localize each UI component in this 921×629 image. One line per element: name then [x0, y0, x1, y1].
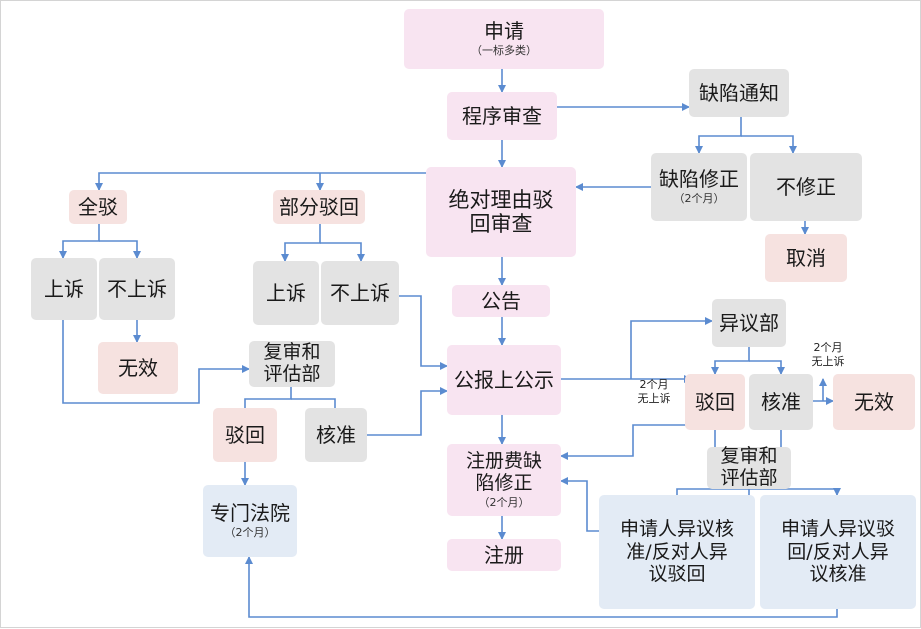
formal-exam-label: 程序审查	[462, 103, 542, 128]
no-appeal-mid-label: 不上诉	[330, 280, 390, 305]
connector-arrow	[291, 398, 336, 408]
register-node: 注册	[447, 539, 561, 571]
register-label: 注册	[484, 542, 524, 567]
formal-exam-node: 程序审查	[447, 92, 557, 140]
gazette-node: 公报上公示	[447, 345, 561, 415]
review-left-label: 复审和评估部	[263, 341, 321, 385]
fee-fix-label: 注册费缺陷修正	[465, 449, 542, 494]
outcome-a-node: 申请人异议核准/反对人异议驳回	[599, 495, 755, 609]
court-node: 专门法院 （2个月）	[203, 485, 297, 557]
opp-approve-node: 核准	[749, 374, 813, 430]
connector-arrow	[320, 242, 365, 262]
review-left-node: 复审和评估部	[249, 341, 335, 387]
defect-notice-label: 缺陷通知	[699, 80, 779, 105]
opposition-node: 异议部	[712, 299, 786, 347]
approve-left-node: 核准	[305, 408, 367, 462]
opposition-label: 异议部	[719, 310, 779, 335]
no-appeal-left-label: 不上诉	[107, 276, 167, 301]
announce-label: 公告	[481, 288, 521, 313]
defect-fix-note: （2个月）	[673, 192, 725, 206]
outcome-b-label: 申请人异议驳回/反对人异议核准	[780, 517, 895, 586]
connector-arrow	[99, 240, 141, 259]
fee-fix-node: 注册费缺陷修正 （2个月）	[447, 444, 561, 516]
defect-fix-node: 缺陷修正 （2个月）	[651, 153, 747, 221]
connector-arrow	[695, 117, 742, 154]
opp-approve-label: 核准	[761, 389, 801, 414]
connector-arrow	[281, 224, 321, 262]
full-reject-label: 全驳	[78, 194, 118, 219]
full-reject-node: 全驳	[69, 190, 127, 224]
connector-arrow	[367, 387, 448, 436]
opp-reject-label: 驳回	[695, 389, 735, 414]
cancel-node: 取消	[765, 234, 847, 282]
absolute-review-node: 绝对理由驳回审查	[426, 167, 576, 257]
appeal-left-label: 上诉	[44, 276, 84, 301]
connector-arrow	[59, 224, 100, 259]
connector-arrow	[630, 317, 713, 379]
partial-reject-node: 部分驳回	[273, 190, 365, 224]
appeal-mid-label: 上诉	[266, 280, 306, 305]
apply-note: （一标多类）	[471, 44, 537, 58]
fee-fix-note: （2个月）	[478, 495, 530, 509]
invalid-right-node: 无效	[833, 374, 915, 430]
invalid-left-node: 无效	[98, 342, 178, 394]
apply-label: 申请	[484, 19, 524, 44]
outcome-a-label: 申请人异议核准/反对人异议驳回	[619, 517, 734, 586]
partial-reject-label: 部分驳回	[279, 194, 359, 219]
defect-fix-label: 缺陷修正	[659, 167, 739, 192]
opp-reject-node: 驳回	[685, 374, 745, 430]
cancel-label: 取消	[786, 245, 826, 270]
absolute-review-label: 绝对理由驳回审查	[448, 187, 554, 236]
connector-arrow	[560, 477, 599, 532]
no-appeal-2m-label-b: 2个月 无上诉	[811, 341, 845, 368]
connector-arrow	[741, 135, 797, 154]
no-fix-label: 不修正	[776, 174, 836, 199]
announce-node: 公告	[452, 285, 550, 317]
approve-left-label: 核准	[316, 422, 356, 447]
gazette-label: 公报上公示	[454, 367, 554, 392]
appeal-mid-node: 上诉	[253, 261, 319, 325]
connector-arrow	[244, 387, 292, 408]
reject-left-node: 驳回	[213, 408, 277, 462]
appeal-left-node: 上诉	[31, 258, 97, 320]
connector-arrow	[749, 360, 785, 375]
court-label: 专门法院	[210, 501, 290, 526]
no-appeal-left-node: 不上诉	[99, 258, 175, 320]
no-appeal-2m-label-a: 2个月 无上诉	[637, 378, 671, 405]
review-right-label: 复审和评估部	[720, 445, 778, 489]
reject-left-label: 驳回	[225, 422, 265, 447]
review-right-node: 复审和评估部	[707, 445, 791, 489]
connector-arrow	[95, 172, 426, 191]
connector-arrow	[711, 347, 750, 375]
invalid-right-label: 无效	[854, 389, 894, 414]
apply-node: 申请 （一标多类）	[404, 9, 604, 69]
court-note: （2个月）	[224, 526, 276, 540]
no-fix-node: 不修正	[750, 153, 862, 221]
no-appeal-mid-node: 不上诉	[321, 261, 399, 325]
outcome-b-node: 申请人异议驳回/反对人异议核准	[760, 495, 916, 609]
connector-arrow	[399, 295, 448, 370]
defect-notice-node: 缺陷通知	[689, 69, 789, 117]
invalid-left-label: 无效	[118, 355, 158, 380]
